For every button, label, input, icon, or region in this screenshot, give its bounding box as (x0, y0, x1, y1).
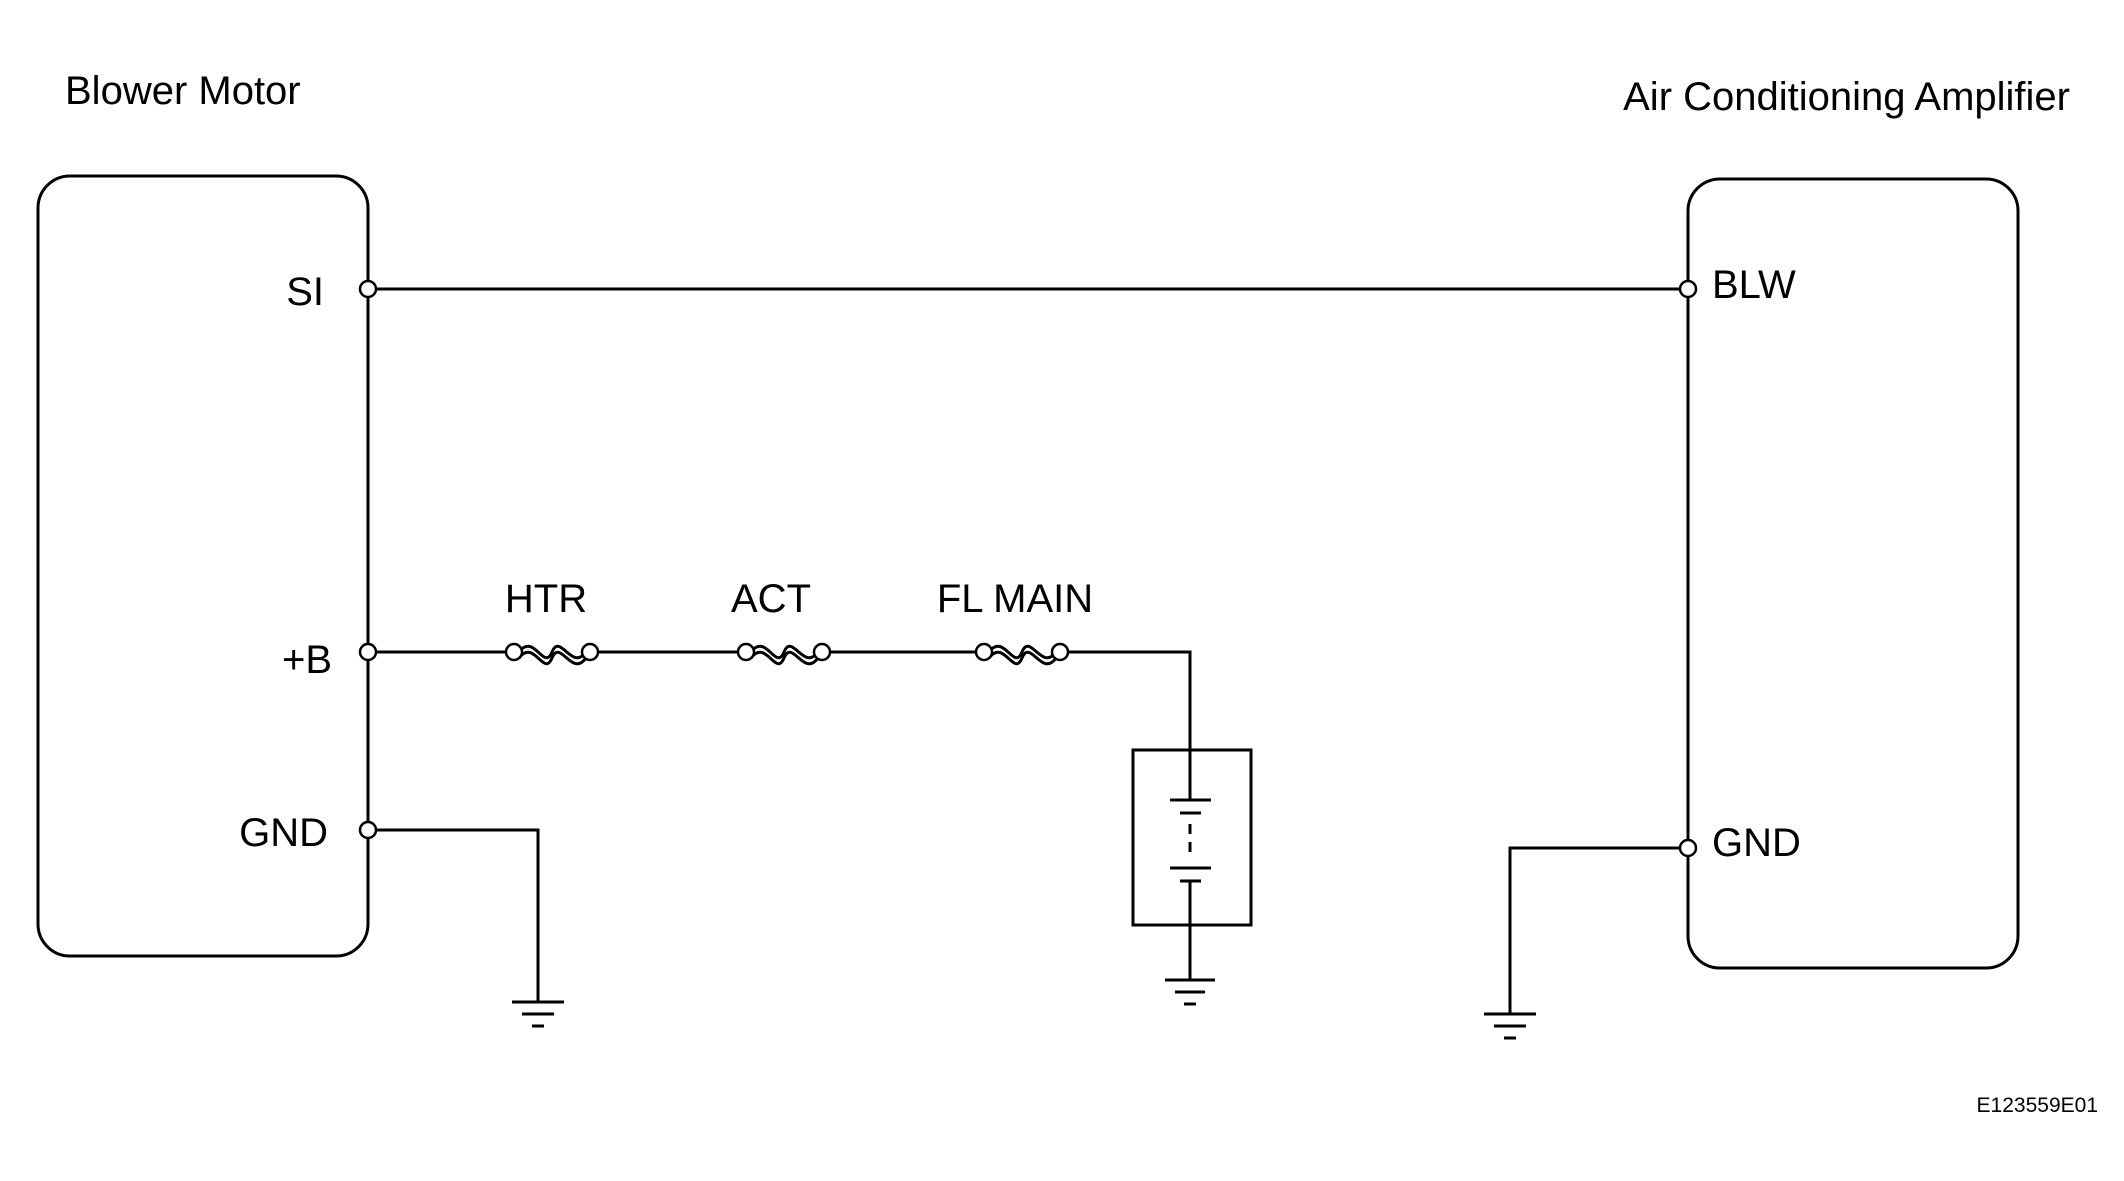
blower-si-terminal (358, 279, 378, 299)
amplifier-pin-gnd-label: GND (1712, 821, 1801, 865)
blower-motor-box (36, 174, 370, 958)
blower-ground-icon (512, 1000, 564, 1028)
fuse-htr-terminal-right (580, 642, 600, 662)
ac-amplifier-box (1686, 177, 2020, 970)
blower-plus-b-terminal (358, 642, 378, 662)
fuse-fl-main-terminal-left (974, 642, 994, 662)
ac-amplifier-title: Air Conditioning Amplifier (1623, 75, 2070, 119)
figure-code: E123559E01 (1977, 1094, 2098, 1117)
fuse-htr-label: HTR (505, 577, 587, 621)
fuse-act-terminal-left (736, 642, 756, 662)
amplifier-blw-terminal (1678, 279, 1698, 299)
blower-pin-plus-b-label: +B (282, 638, 332, 682)
plus-b-wire-segment-4 (1060, 650, 1192, 750)
fuse-fl-main-terminal-right (1050, 642, 1070, 662)
blower-motor-title: Blower Motor (65, 69, 301, 113)
battery-ground-icon (1165, 978, 1215, 1006)
amplifier-pin-blw-label: BLW (1712, 263, 1796, 307)
fuse-act-icon (749, 644, 820, 666)
blower-gnd-wire (368, 828, 540, 1002)
fuse-act-terminal-right (812, 642, 832, 662)
fuse-fl-main-icon (987, 644, 1058, 666)
blower-gnd-terminal (358, 820, 378, 840)
fuse-htr-icon (517, 644, 588, 666)
amplifier-gnd-wire (1508, 846, 1688, 1014)
amplifier-ground-icon (1484, 1012, 1536, 1040)
blower-pin-gnd-label: GND (239, 811, 328, 855)
fuse-fl-main-label: FL MAIN (937, 577, 1093, 621)
amplifier-gnd-terminal (1678, 838, 1698, 858)
fuse-htr-terminal-left (504, 642, 524, 662)
battery-icon (1131, 748, 1253, 980)
blower-pin-si-label: SI (286, 270, 324, 314)
fuse-act-label: ACT (731, 577, 811, 621)
